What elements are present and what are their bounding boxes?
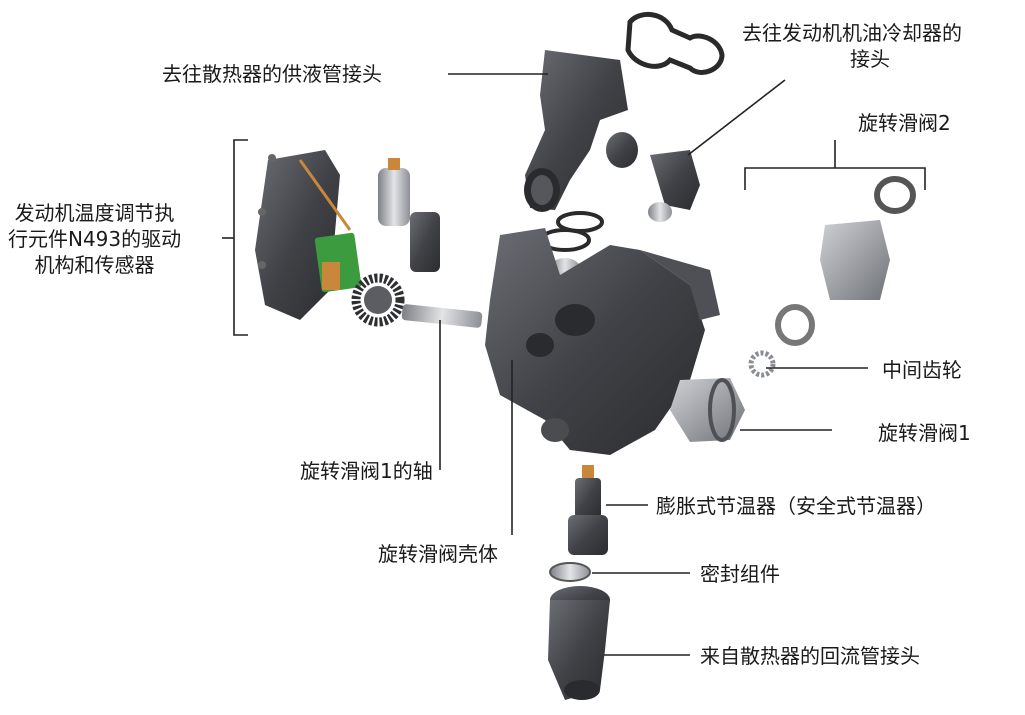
label-oil-cooler-line2: 接头 [850, 47, 890, 71]
label-actuator-n493: 发动机温度调节执 行元件N493的驱动 机构和传感器 [8, 200, 181, 278]
label-radiator-return: 来自散热器的回流管接头 [700, 644, 920, 668]
rotary-valve-2-bracket [744, 140, 926, 190]
radiator-return-fitting [548, 586, 610, 700]
label-oil-cooler-line1: 去往发动机机油冷却器的 [742, 21, 962, 45]
label-wax-thermostat: 膨胀式节温器（安全式节温器） [656, 494, 936, 518]
oil-cooler-connector [606, 132, 700, 222]
rotary-valve-1-part [670, 378, 745, 442]
rotary-valve-1-shaft [401, 304, 483, 328]
label-actuator-line3: 机构和传感器 [34, 253, 155, 277]
label-rotary-valve-1: 旋转滑阀1 [878, 421, 971, 445]
label-valve-housing: 旋转滑阀壳体 [378, 542, 498, 566]
drive-gear [351, 273, 405, 327]
label-seal-assembly: 密封组件 [700, 562, 780, 586]
label-rotary-valve-1-shaft: 旋转滑阀1的轴 [300, 459, 433, 483]
rotary-valve-2-parts [775, 176, 916, 346]
gasket-oil-cooler [625, 12, 725, 75]
leader-oil-cooler [687, 79, 786, 156]
radiator-supply-fitting [524, 50, 628, 212]
leader-lines [222, 73, 868, 656]
label-radiator-supply: 去往散热器的供液管接头 [162, 62, 382, 86]
label-actuator-line1: 发动机温度调节执 [14, 201, 175, 225]
actuator-motor [378, 158, 440, 272]
wax-thermostat-part [568, 465, 608, 555]
intermediate-gear-part [748, 350, 776, 378]
label-intermediate-gear: 中间齿轮 [882, 358, 962, 382]
label-oil-cooler-connector: 去往发动机机油冷却器的 接头 [742, 20, 962, 72]
label-actuator-line2: 行元件N493的驱动 [8, 227, 182, 251]
seal-assembly-part [549, 562, 591, 582]
label-rotary-valve-2: 旋转滑阀2 [858, 111, 951, 135]
actuator-n493 [255, 150, 362, 320]
rotary-valve-housing [485, 228, 720, 455]
actuator-bracket [233, 139, 248, 336]
